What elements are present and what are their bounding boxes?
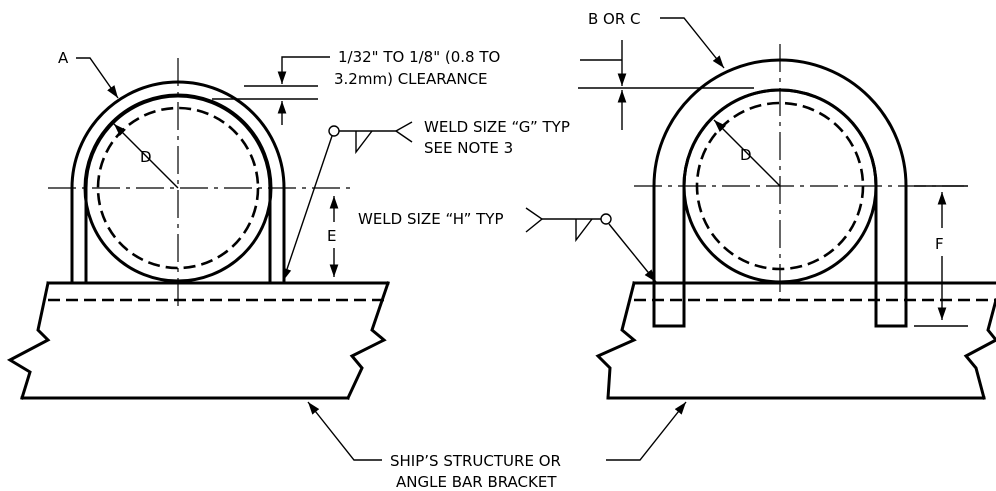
structure-line1: SHIP’S STRUCTURE OR (390, 452, 561, 470)
structure-callout: SHIP’S STRUCTURE OR ANGLE BAR BRACKET (307, 401, 687, 491)
weld-h-label: WELD SIZE “H” TYP (358, 210, 504, 228)
dim-e: E (327, 227, 336, 245)
weld-h-callout: WELD SIZE “H” TYP (358, 207, 657, 283)
left-structure (6, 281, 390, 400)
clearance-line1: 1/32" TO 1/8" (0.8 TO (338, 48, 500, 66)
right-assembly: D B OR C F (578, 10, 996, 400)
left-u-bolt-inner (84, 94, 272, 285)
label-b-or-c: B OR C (588, 10, 641, 28)
label-a: A (58, 49, 69, 67)
weld-g-line1: WELD SIZE “G” TYP (424, 118, 570, 136)
dim-d-right: D (740, 146, 752, 164)
clearance-line2: 3.2mm) CLEARANCE (334, 70, 488, 88)
weld-g-line2: SEE NOTE 3 (424, 139, 513, 157)
dim-f: F (935, 235, 944, 253)
dim-d-left: D (140, 148, 152, 166)
right-structure (595, 281, 996, 400)
left-assembly: D A E 1/32" TO 1/8" (0.8 TO 3.2mm) CLEAR… (6, 48, 570, 400)
structure-line2: ANGLE BAR BRACKET (396, 473, 557, 491)
